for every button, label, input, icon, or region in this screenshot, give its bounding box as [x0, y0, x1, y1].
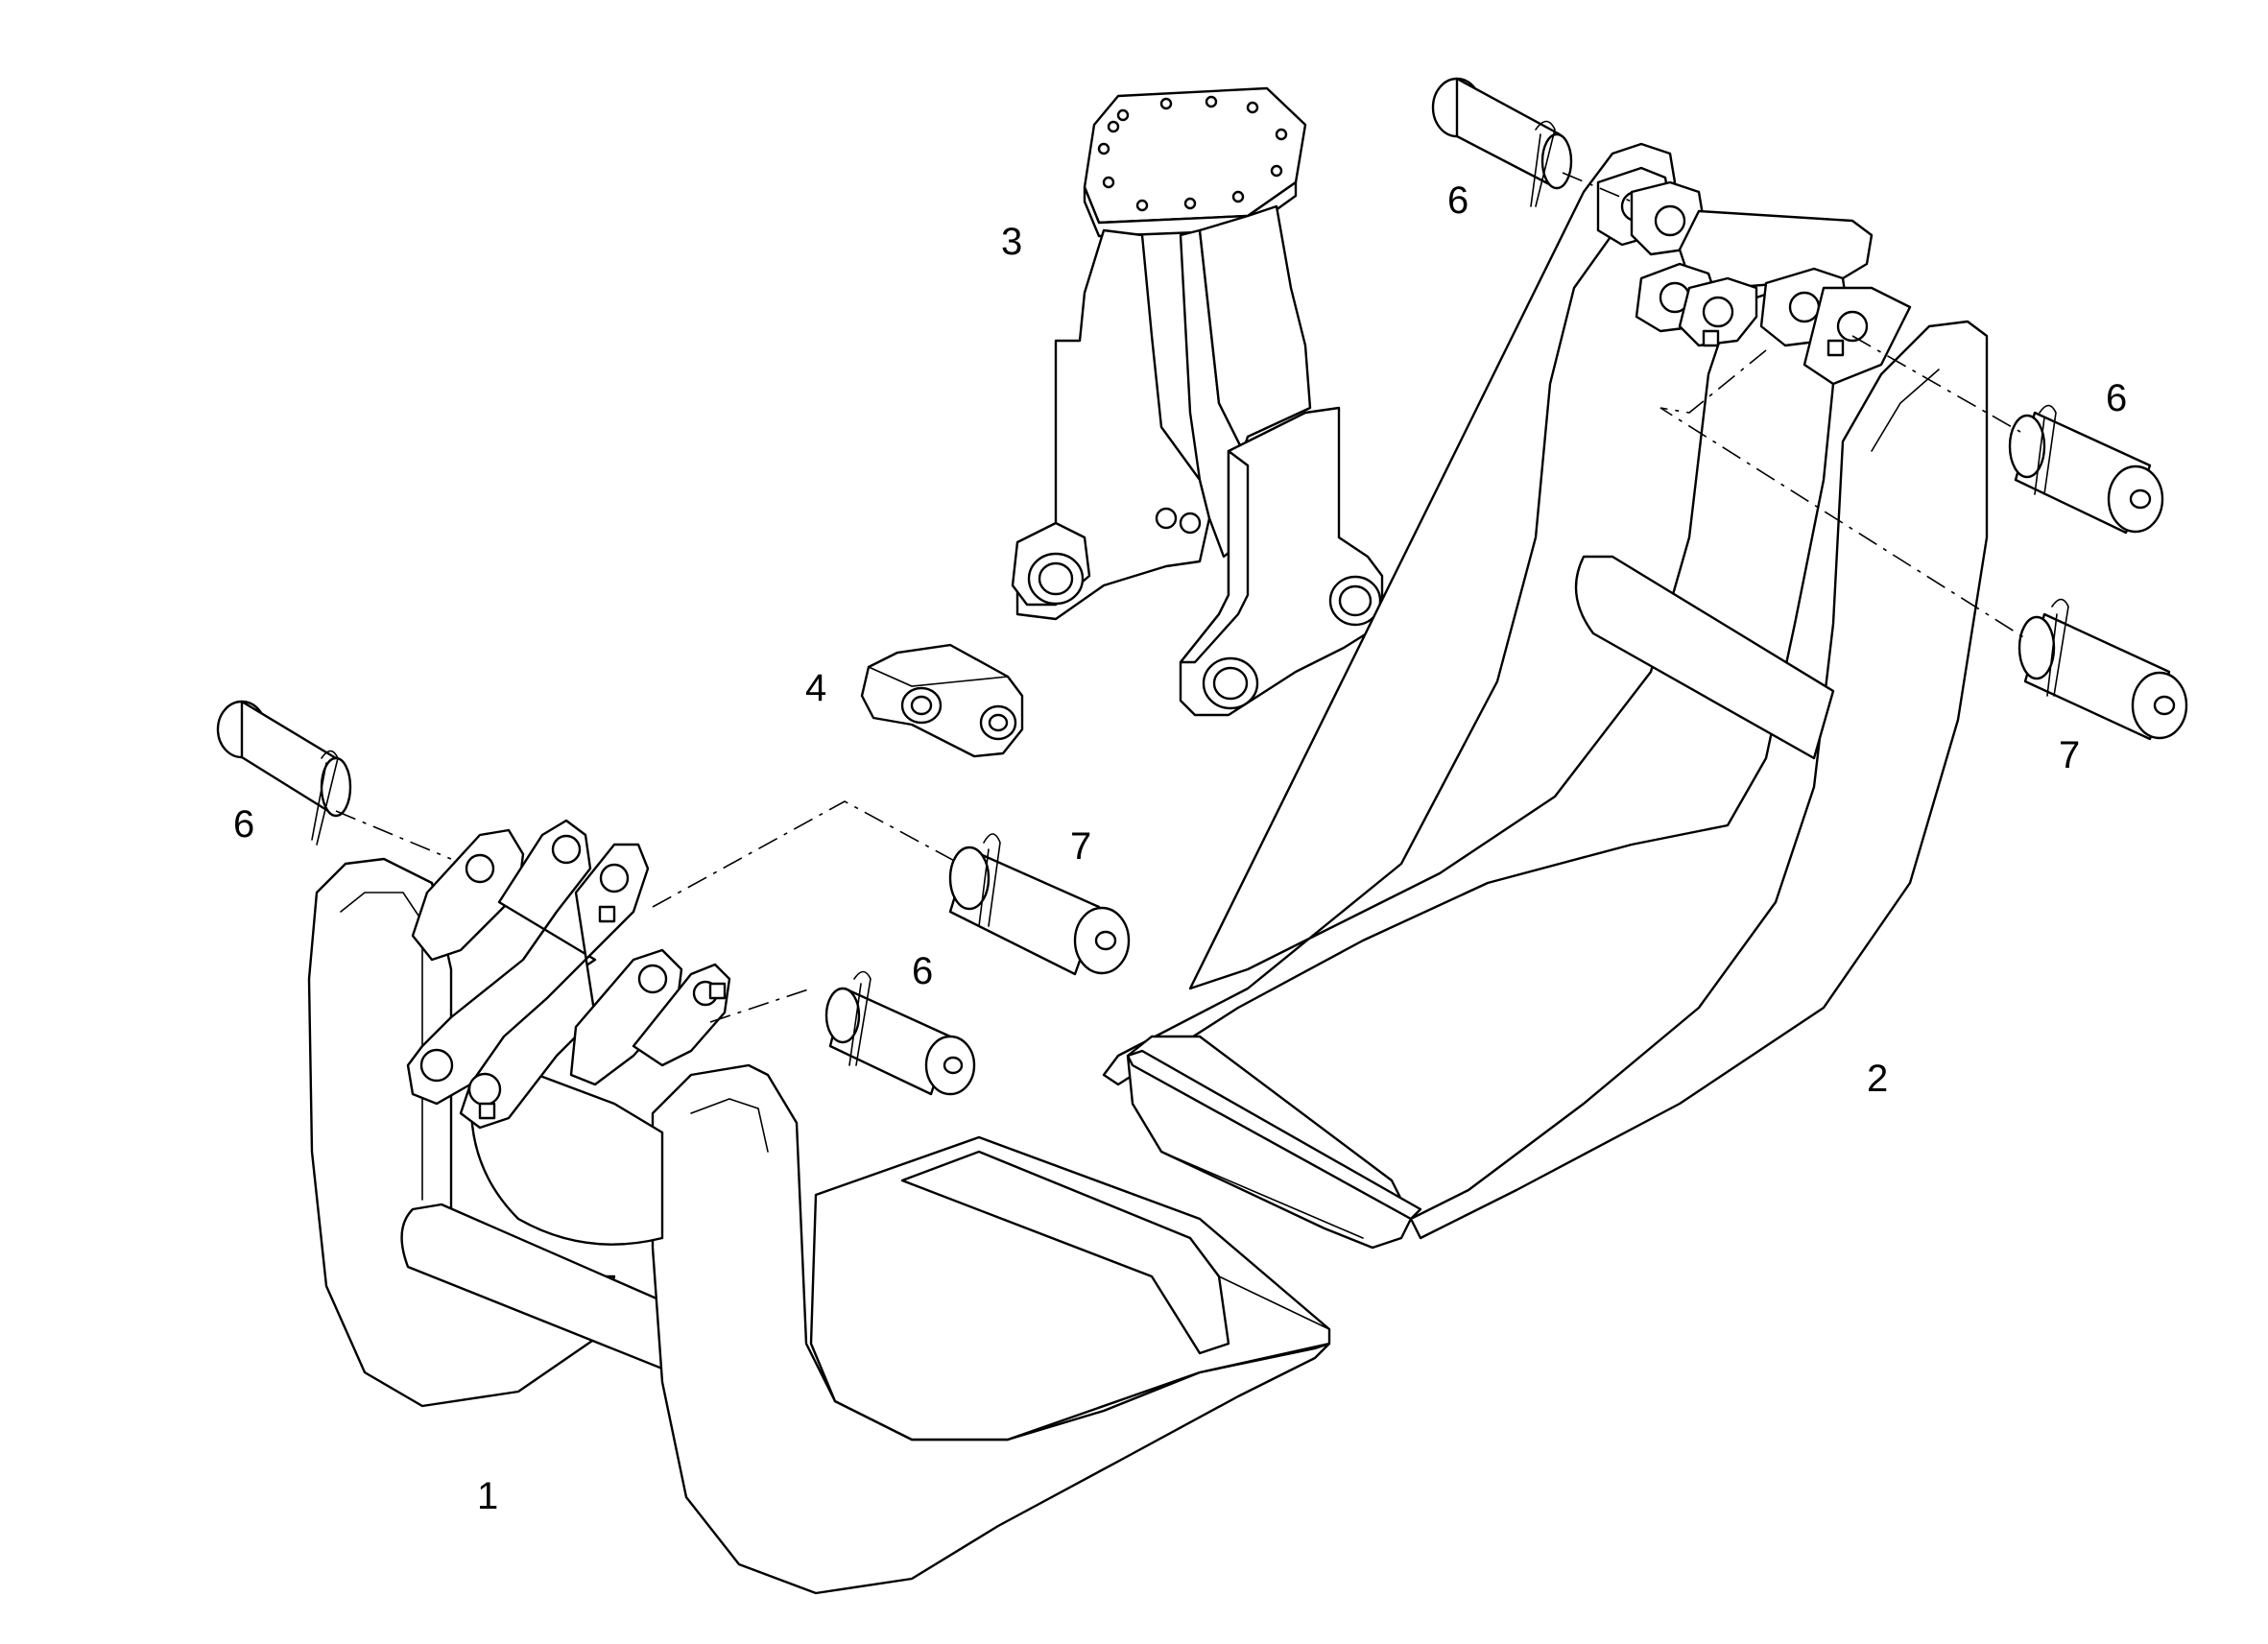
callout-6-right: 6 [2106, 377, 2127, 419]
pin-6-center [824, 970, 976, 1096]
part-4-link [860, 643, 1024, 758]
part-2-grab-body [1102, 142, 1989, 1250]
callout-2: 2 [1867, 1058, 1888, 1100]
callout-7-center: 7 [1070, 825, 1091, 868]
callout-6-center: 6 [912, 950, 933, 992]
callout-1: 1 [477, 1475, 498, 1517]
callout-4: 4 [805, 667, 826, 709]
bracket-pin-bores [1027, 507, 1382, 710]
callout-3: 3 [1001, 221, 1022, 263]
flange-bolt-holes [1097, 95, 1288, 212]
pin-7-right [2017, 598, 2188, 741]
part-1-grab-body [307, 819, 1331, 1595]
callout-labels: 1 2 3 4 6 6 6 6 7 7 [233, 179, 2127, 1517]
pin-6-top-left [216, 700, 352, 846]
pin-6-top-right [1431, 77, 1573, 207]
part-3-mounting-bracket [1011, 86, 1384, 717]
callout-6-left: 6 [233, 803, 254, 846]
callout-7-right: 7 [2059, 734, 2080, 776]
pin-6-right [2008, 404, 2164, 535]
pin-7-center [948, 833, 1131, 976]
part-1-pivot-lugs [406, 819, 731, 1130]
assembly-center-lines [335, 172, 2026, 1023]
part-2-pivot-lugs [1596, 166, 1912, 386]
callout-6-top-right: 6 [1447, 179, 1468, 222]
